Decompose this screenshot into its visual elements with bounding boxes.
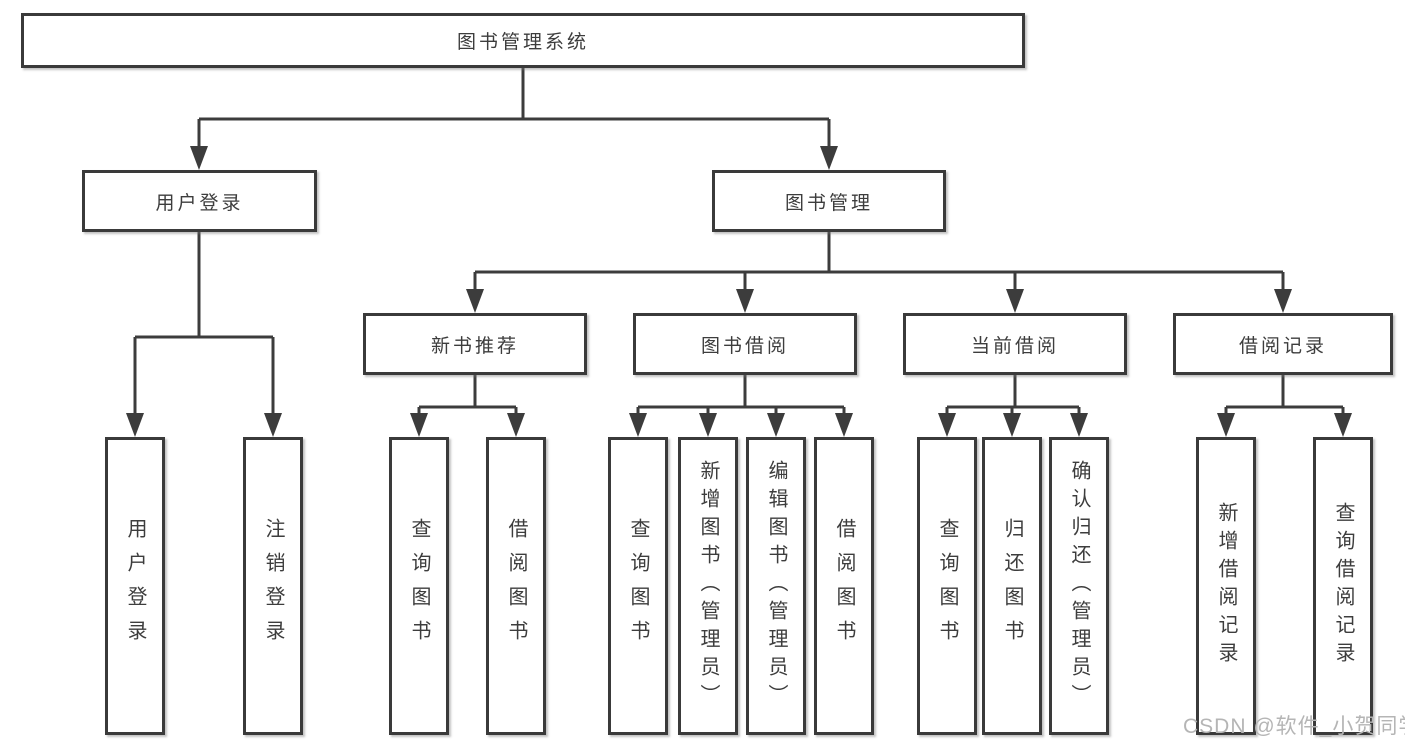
leaf-add-book-admin: 新增图书（管理员） (678, 437, 738, 735)
node-label: 查询借阅记录 (1332, 502, 1354, 670)
node-label: 注销登录 (262, 518, 284, 654)
arrowhead-icon (938, 413, 956, 437)
node-label: 用户登录 (155, 192, 244, 214)
node-label: 图书借阅 (700, 335, 789, 357)
arrowhead-icon (767, 413, 785, 437)
watermark: CSDN @软件_小贺同学 (1183, 715, 1405, 738)
arrowhead-icon (190, 146, 208, 170)
arrowhead-icon (410, 413, 428, 437)
node-label: 新增借阅记录 (1215, 502, 1237, 670)
arrowhead-icon (629, 413, 647, 437)
node-label: 归还图书 (1001, 518, 1023, 654)
arrowhead-icon (820, 146, 838, 170)
node-label: 查询图书 (408, 518, 430, 654)
arrowhead-icon (264, 413, 282, 437)
node-label: 查询图书 (936, 518, 958, 654)
node-label: 确认归还（管理员） (1068, 460, 1090, 712)
leaf-return-book: 归还图书 (982, 437, 1042, 735)
leaf-query-books-recommend: 查询图书 (389, 437, 449, 735)
node-label: 借阅记录 (1238, 335, 1327, 357)
leaf-borrow-books-recommend: 借阅图书 (486, 437, 546, 735)
node-label: 用户登录 (124, 518, 146, 654)
arrowhead-icon (507, 413, 525, 437)
node-user-login: 用户登录 (82, 170, 317, 232)
arrowhead-icon (1334, 413, 1352, 437)
node-label: 借阅图书 (505, 518, 527, 654)
arrowhead-icon (1274, 289, 1292, 313)
node-book-management: 图书管理 (712, 170, 946, 232)
node-label: 图书管理 (784, 192, 873, 214)
node-label: 图书管理系统 (456, 32, 589, 53)
arrowhead-icon (466, 289, 484, 313)
leaf-query-books-current: 查询图书 (917, 437, 977, 735)
arrowhead-icon (1217, 413, 1235, 437)
leaf-confirm-return-admin: 确认归还（管理员） (1049, 437, 1109, 735)
leaf-add-borrow-record: 新增借阅记录 (1196, 437, 1256, 735)
arrowhead-icon (1006, 289, 1024, 313)
node-label: 当前借阅 (970, 335, 1059, 357)
node-label: 新书推荐 (430, 335, 519, 357)
leaf-borrow-books-borrowing: 借阅图书 (814, 437, 874, 735)
arrowhead-icon (835, 413, 853, 437)
arrowhead-icon (699, 413, 717, 437)
node-label: 编辑图书（管理员） (765, 460, 787, 712)
node-library-management-system: 图书管理系统 (21, 13, 1025, 68)
leaf-edit-book-admin: 编辑图书（管理员） (746, 437, 806, 735)
arrowhead-icon (126, 413, 144, 437)
node-new-book-recommend: 新书推荐 (363, 313, 587, 375)
arrowhead-icon (1003, 413, 1021, 437)
node-borrow-records: 借阅记录 (1173, 313, 1393, 375)
leaf-query-books-borrowing: 查询图书 (608, 437, 668, 735)
leaf-query-borrow-record: 查询借阅记录 (1313, 437, 1373, 735)
node-book-borrowing: 图书借阅 (633, 313, 857, 375)
node-label: 查询图书 (627, 518, 649, 654)
node-current-borrowing: 当前借阅 (903, 313, 1127, 375)
arrowhead-icon (736, 289, 754, 313)
node-label: 借阅图书 (833, 518, 855, 654)
leaf-user-login: 用户登录 (105, 437, 165, 735)
leaf-logout-login: 注销登录 (243, 437, 303, 735)
arrowhead-icon (1070, 413, 1088, 437)
node-label: 新增图书（管理员） (697, 460, 719, 712)
